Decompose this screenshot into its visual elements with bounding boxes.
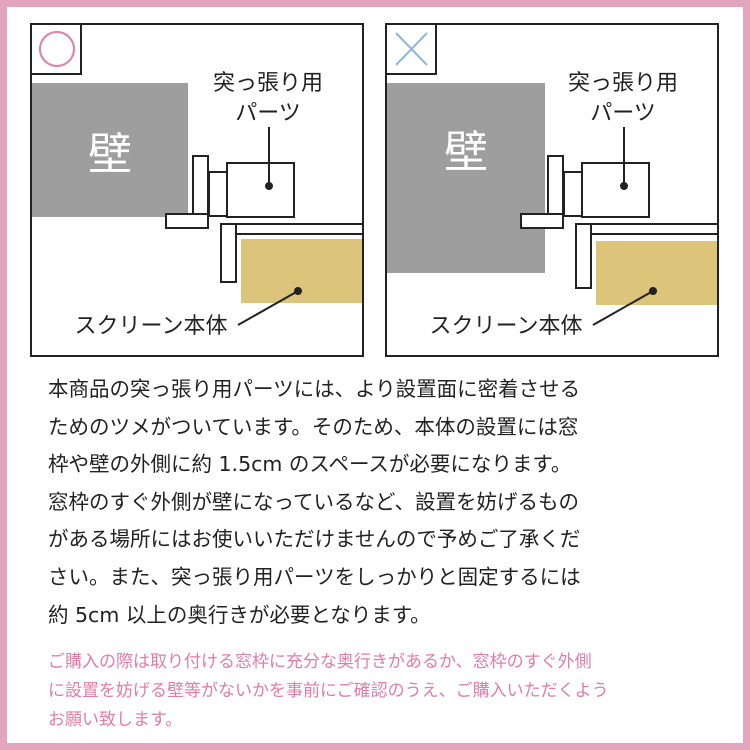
notice-line: ご購入の際は取り付ける窓枠に充分な奥行きがあるか、窓枠のすぐ外側: [48, 652, 592, 672]
purchase-notice: ご購入の際は取り付ける窓枠に充分な奥行きがあるか、窓枠のすぐ外側 に設置を妨げる…: [48, 648, 712, 735]
wall-block: 壁: [387, 83, 545, 273]
wall-label: 壁: [88, 129, 132, 180]
part-pointer-dot: [265, 182, 273, 190]
description-line: 本商品の突っ張り用パーツには、より設置面に密着させる: [48, 377, 581, 401]
cross-icon: [395, 32, 428, 66]
bracket-foot: [520, 213, 564, 229]
notice-line: に設置を妨げる壁等がないかを事前にご確認のうえ、ご購入いただくよう: [48, 681, 609, 701]
mark-box-ng: [387, 25, 437, 75]
wall-block: 壁: [32, 83, 188, 217]
wall-label: 壁: [444, 127, 488, 178]
diagram-panel-ng: 壁 突っ張り用 パーツ スクリーン本体: [385, 23, 719, 357]
description-line: さい。また、突っ張り用パーツをしっかりと固定するには: [48, 564, 581, 589]
description-line: 枠や壁の外側に約 1.5cm のスペースが必要になります。: [48, 452, 572, 477]
part-label: 突っ張り用 パーツ: [208, 69, 328, 129]
part-label: 突っ張り用 パーツ: [563, 69, 683, 129]
description-line: ためのツメがついています。そのため、本体の設置には窓: [48, 414, 579, 439]
description-line: がある場所にはお使いいただけませんので予めご了承くだ: [48, 527, 581, 552]
part-pointer-dot: [620, 182, 628, 190]
screen-label: スクリーン本体: [429, 314, 583, 339]
bracket-foot: [165, 213, 209, 229]
tension-part: [226, 162, 295, 218]
screen-pointer-dot: [649, 287, 657, 295]
pointer-lines: [592, 127, 654, 326]
part-label-line1: 突っ張り用: [567, 71, 678, 96]
screen-side: [220, 223, 237, 283]
circle-icon: [38, 30, 76, 68]
pointer-lines: [237, 127, 299, 326]
description-line: 約 5cm 以上の奥行きが必要となります。: [48, 602, 431, 627]
screen-body: [596, 241, 717, 305]
mark-box-ok: [32, 25, 82, 75]
part-label-line1: 突っ張り用: [212, 71, 323, 96]
diagram-panel-ok: 壁 突っ張り用 パーツ スクリーン本体: [30, 23, 364, 357]
notice-line: お願い致します。: [48, 710, 183, 730]
screen-label: スクリーン本体: [74, 314, 228, 339]
part-label-line2: パーツ: [590, 101, 656, 126]
part-label-line2: パーツ: [235, 101, 301, 126]
screen-side: [575, 223, 592, 289]
screen-pointer-dot: [294, 287, 302, 295]
description-line: 窓枠のすぐ外側が壁になっているなど、設置を妨げるもの: [48, 489, 579, 514]
description-text: 本商品の突っ張り用パーツには、より設置面に密着させる ためのツメがついています。…: [48, 371, 708, 634]
tension-part: [581, 162, 650, 218]
